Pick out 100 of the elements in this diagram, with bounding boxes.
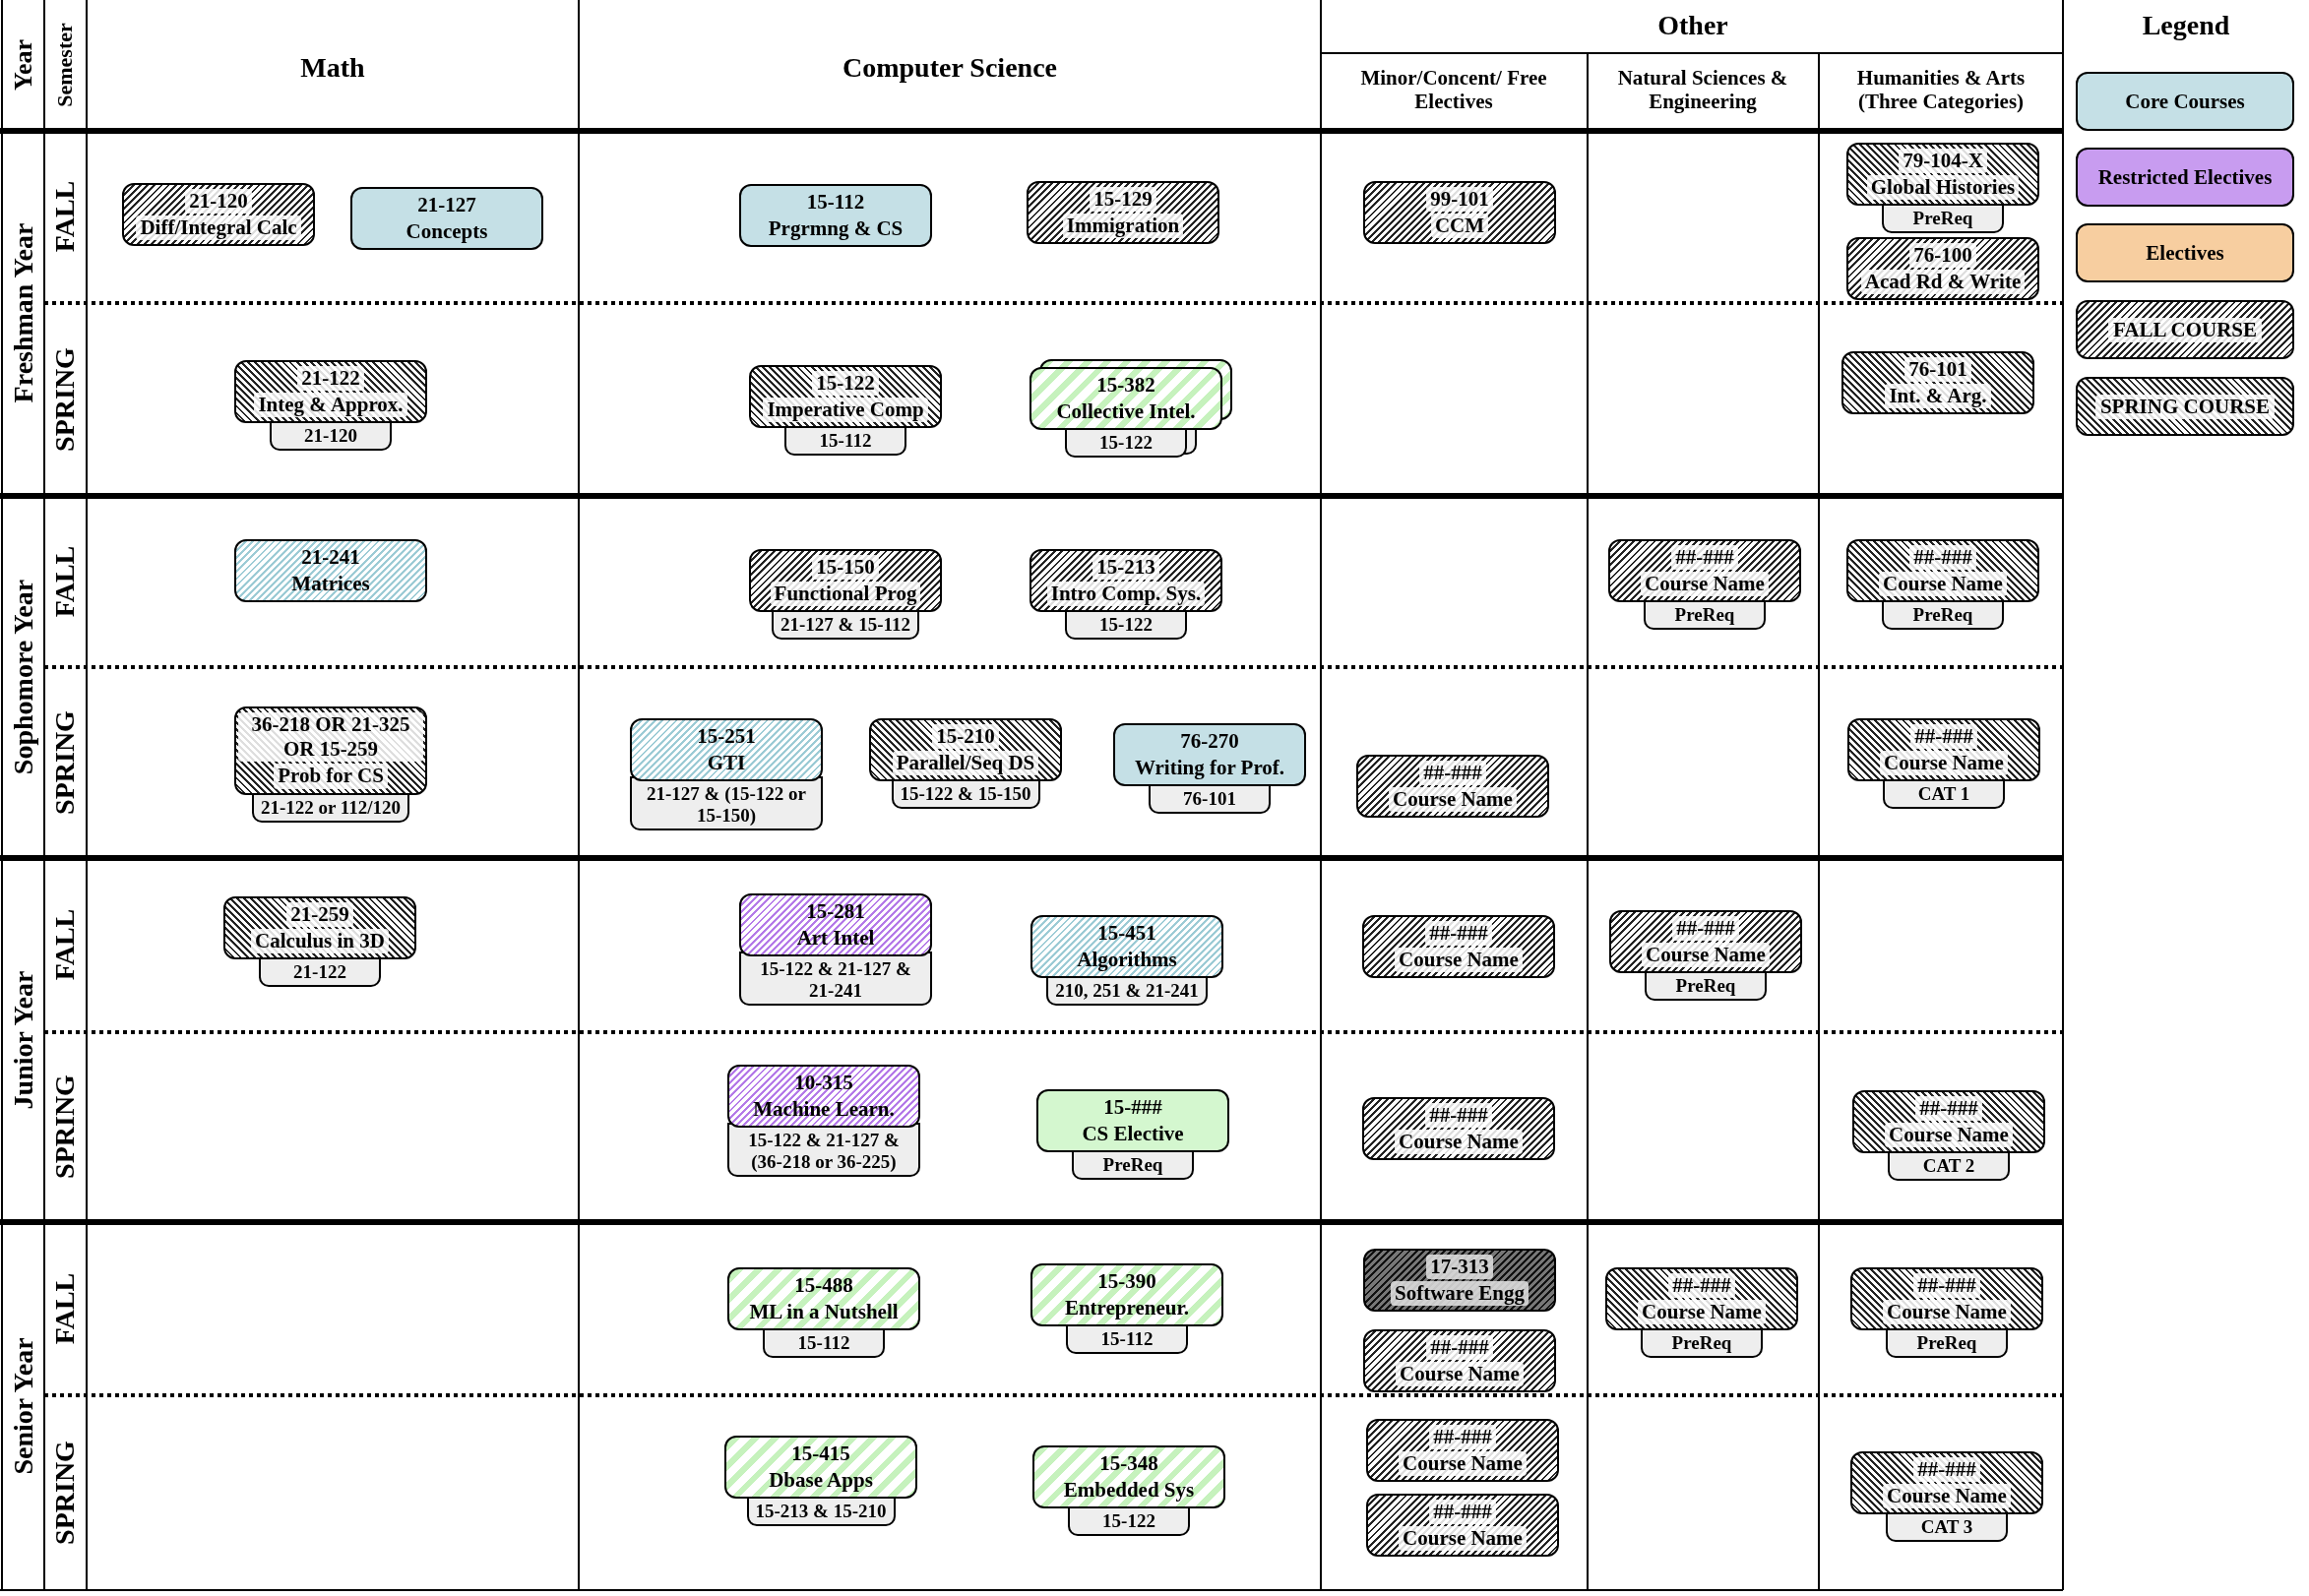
course-code: 15-451: [1096, 921, 1157, 947]
course-code: ##-###: [1913, 1457, 1980, 1483]
course-name: Writing for Prof.: [1133, 756, 1286, 781]
course-code: 15-213: [1092, 555, 1159, 581]
course-name: Prgrmng & CS: [767, 216, 905, 242]
fall-course-box: [1356, 755, 1549, 819]
fall-course-box: [1362, 915, 1555, 979]
course-name: Course Name: [1396, 1362, 1524, 1387]
spring-course-box: [223, 896, 416, 960]
course-code: ##-###: [1426, 1335, 1493, 1361]
elective-box: [724, 1436, 917, 1500]
course-code: 15-###: [1102, 1095, 1163, 1121]
course-name: Dbase Apps: [768, 1468, 874, 1494]
spring-course-box: [1605, 1267, 1798, 1331]
elective-box: [1030, 367, 1222, 431]
course-code: 15-129: [1090, 187, 1156, 213]
row-header: SPRING: [48, 710, 81, 815]
course-code: ##-###: [1429, 1425, 1496, 1450]
course-code: 15-382: [1095, 373, 1156, 399]
course-code: 15-390: [1096, 1269, 1157, 1295]
course-name: Course Name: [1883, 1300, 2011, 1325]
fall-course-box: [122, 183, 315, 247]
core-course-box: [1113, 723, 1306, 787]
course-name: Course Name: [1879, 572, 2007, 597]
course-name: Matrices: [290, 572, 371, 597]
course-code: 15-112: [805, 190, 866, 215]
course-code: 21-120: [185, 189, 252, 215]
core-course-box: [350, 187, 543, 251]
core-course-box: [739, 184, 932, 248]
fall-course-box: [1366, 1419, 1559, 1483]
course-code: ##-###: [1425, 921, 1492, 947]
column-header: Other: [1656, 10, 1729, 42]
course-name: Diff/Integral Calc: [136, 215, 301, 241]
row-header: FALL: [48, 1272, 81, 1345]
spring-course-box: [234, 360, 427, 424]
spring-course-box: [1846, 143, 2039, 207]
fall-course-box: [1030, 549, 1222, 613]
spring-course-box: [234, 706, 427, 795]
fall-course-box: [1362, 1097, 1555, 1161]
course-name: Functional Prog: [770, 582, 921, 607]
course-name: Entrepreneur.: [1063, 1296, 1191, 1321]
course-name: Machine Learn.: [752, 1097, 896, 1123]
course-name: Course Name: [1880, 751, 2008, 776]
row-header: FALL: [48, 180, 81, 253]
row-header: Freshman Year: [7, 222, 39, 403]
course-code: 10-315: [793, 1071, 854, 1096]
spring-course-box: [1847, 718, 2040, 782]
row-header: SPRING: [48, 1074, 81, 1179]
course-name: Software Engg: [1391, 1281, 1529, 1307]
course-name: ML in a Nutshell: [748, 1300, 900, 1325]
column-header: Year: [9, 39, 38, 91]
course-code: ##-###: [1668, 1273, 1735, 1299]
course-name: Acad Rd & Write: [1860, 270, 2026, 295]
column-header: Semester: [52, 23, 78, 107]
fall-course-box: [1609, 910, 1802, 974]
row-header: FALL: [48, 908, 81, 981]
course-name: Prob for CS: [274, 764, 388, 789]
course-code: 76-101: [1904, 357, 1971, 383]
course-code: ##-###: [1913, 1273, 1980, 1299]
fall-course-box: [1363, 1249, 1556, 1313]
fall-course-box: [1363, 1329, 1556, 1393]
course-name: Collective Intel.: [1055, 399, 1197, 425]
course-name: Intro Comp. Sys.: [1046, 582, 1206, 607]
course-name: Course Name: [1399, 1451, 1527, 1477]
course-code: 15-150: [812, 555, 879, 581]
legend-label: SPRING COURSE: [2094, 394, 2276, 419]
course-code: ##-###: [1909, 545, 1976, 571]
course-code: ##-###: [1910, 724, 1977, 750]
course-code: 21-127: [416, 193, 477, 218]
elective-box: [1032, 1445, 1225, 1509]
course-code: 21-241: [300, 545, 361, 571]
course-code: 36-218 OR 21-325 OR 15-259: [238, 712, 423, 763]
prereq-tab: 21-127 & (15-122 or 15-150): [630, 776, 823, 830]
course-code: 76-100: [1909, 243, 1976, 269]
row-header: Sophomore Year: [7, 579, 39, 775]
course-name: Concepts: [405, 219, 489, 245]
restricted-elective-box: [739, 893, 932, 957]
course-name: Course Name: [1395, 948, 1523, 973]
elective-box: [1030, 1263, 1223, 1327]
spring-course-box: [1841, 351, 2034, 415]
fall-course-box: [1027, 181, 1219, 245]
legend-label: FALL COURSE: [2107, 317, 2263, 342]
legend-title: Legend: [2141, 10, 2231, 42]
course-name: Course Name: [1389, 787, 1517, 813]
course-code: ##-###: [1671, 545, 1738, 571]
course-name: Course Name: [1883, 1484, 2011, 1509]
course-name: Course Name: [1395, 1130, 1523, 1155]
course-code: 15-415: [790, 1442, 851, 1467]
course-code: 21-122: [297, 366, 364, 392]
course-code: 17-313: [1426, 1255, 1493, 1280]
course-name: Course Name: [1642, 943, 1770, 968]
course-name: Art Intel: [795, 926, 876, 951]
fall-course-box: [749, 549, 942, 613]
course-code: 76-270: [1179, 729, 1240, 755]
spring-course-box: [749, 365, 942, 429]
course-code: 99-101: [1426, 187, 1493, 213]
course-code: 15-122: [812, 371, 879, 397]
column-header: Computer Science: [842, 52, 1058, 85]
spring-course-box: [1850, 1451, 2043, 1515]
row-header: SPRING: [48, 1441, 81, 1545]
